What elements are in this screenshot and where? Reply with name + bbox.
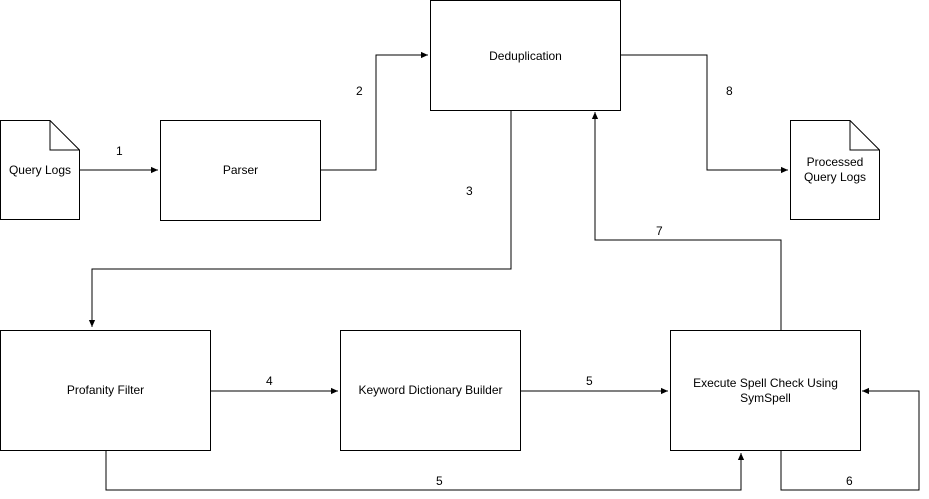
edge-6-line [780,387,920,491]
profanity-filter-label: Profanity Filter [66,383,145,397]
edge-1-label: 1 [116,144,123,158]
edge-5b-line [105,450,745,491]
edge-5a-label: 5 [586,374,593,388]
edge-5b-label: 5 [436,474,443,488]
edge-3-label: 3 [466,184,473,198]
edge-7-label: 7 [656,224,663,238]
edge-3-line [88,110,512,327]
query-logs-label: Query Logs [8,162,72,177]
document-shape-icon [0,120,80,220]
edge-4-label: 4 [266,374,273,388]
edge-7-line [591,112,782,330]
deduplication-node: Deduplication [430,0,621,111]
deduplication-label: Deduplication [489,49,562,63]
processed-query-logs-node: Processed Query Logs [790,120,880,220]
keyword-dictionary-builder-label: Keyword Dictionary Builder [358,383,503,397]
edge-2-label: 2 [356,84,363,98]
profanity-filter-node: Profanity Filter [0,330,211,451]
parser-label: Parser [222,163,259,177]
edge-8-line [620,54,788,174]
processed-query-logs-label: Processed Query Logs [803,155,867,184]
spell-check-node: Execute Spell Check Using SymSpell [670,330,861,451]
keyword-dictionary-builder-node: Keyword Dictionary Builder [340,330,521,451]
edge-2-line [320,51,428,171]
edge-6-label: 6 [846,474,853,488]
spell-check-label: Execute Spell Check Using SymSpell [693,375,838,405]
query-logs-node: Query Logs [0,120,80,220]
edge-8-label: 8 [726,84,733,98]
document-shape-icon [790,120,880,220]
parser-node: Parser [160,120,321,221]
